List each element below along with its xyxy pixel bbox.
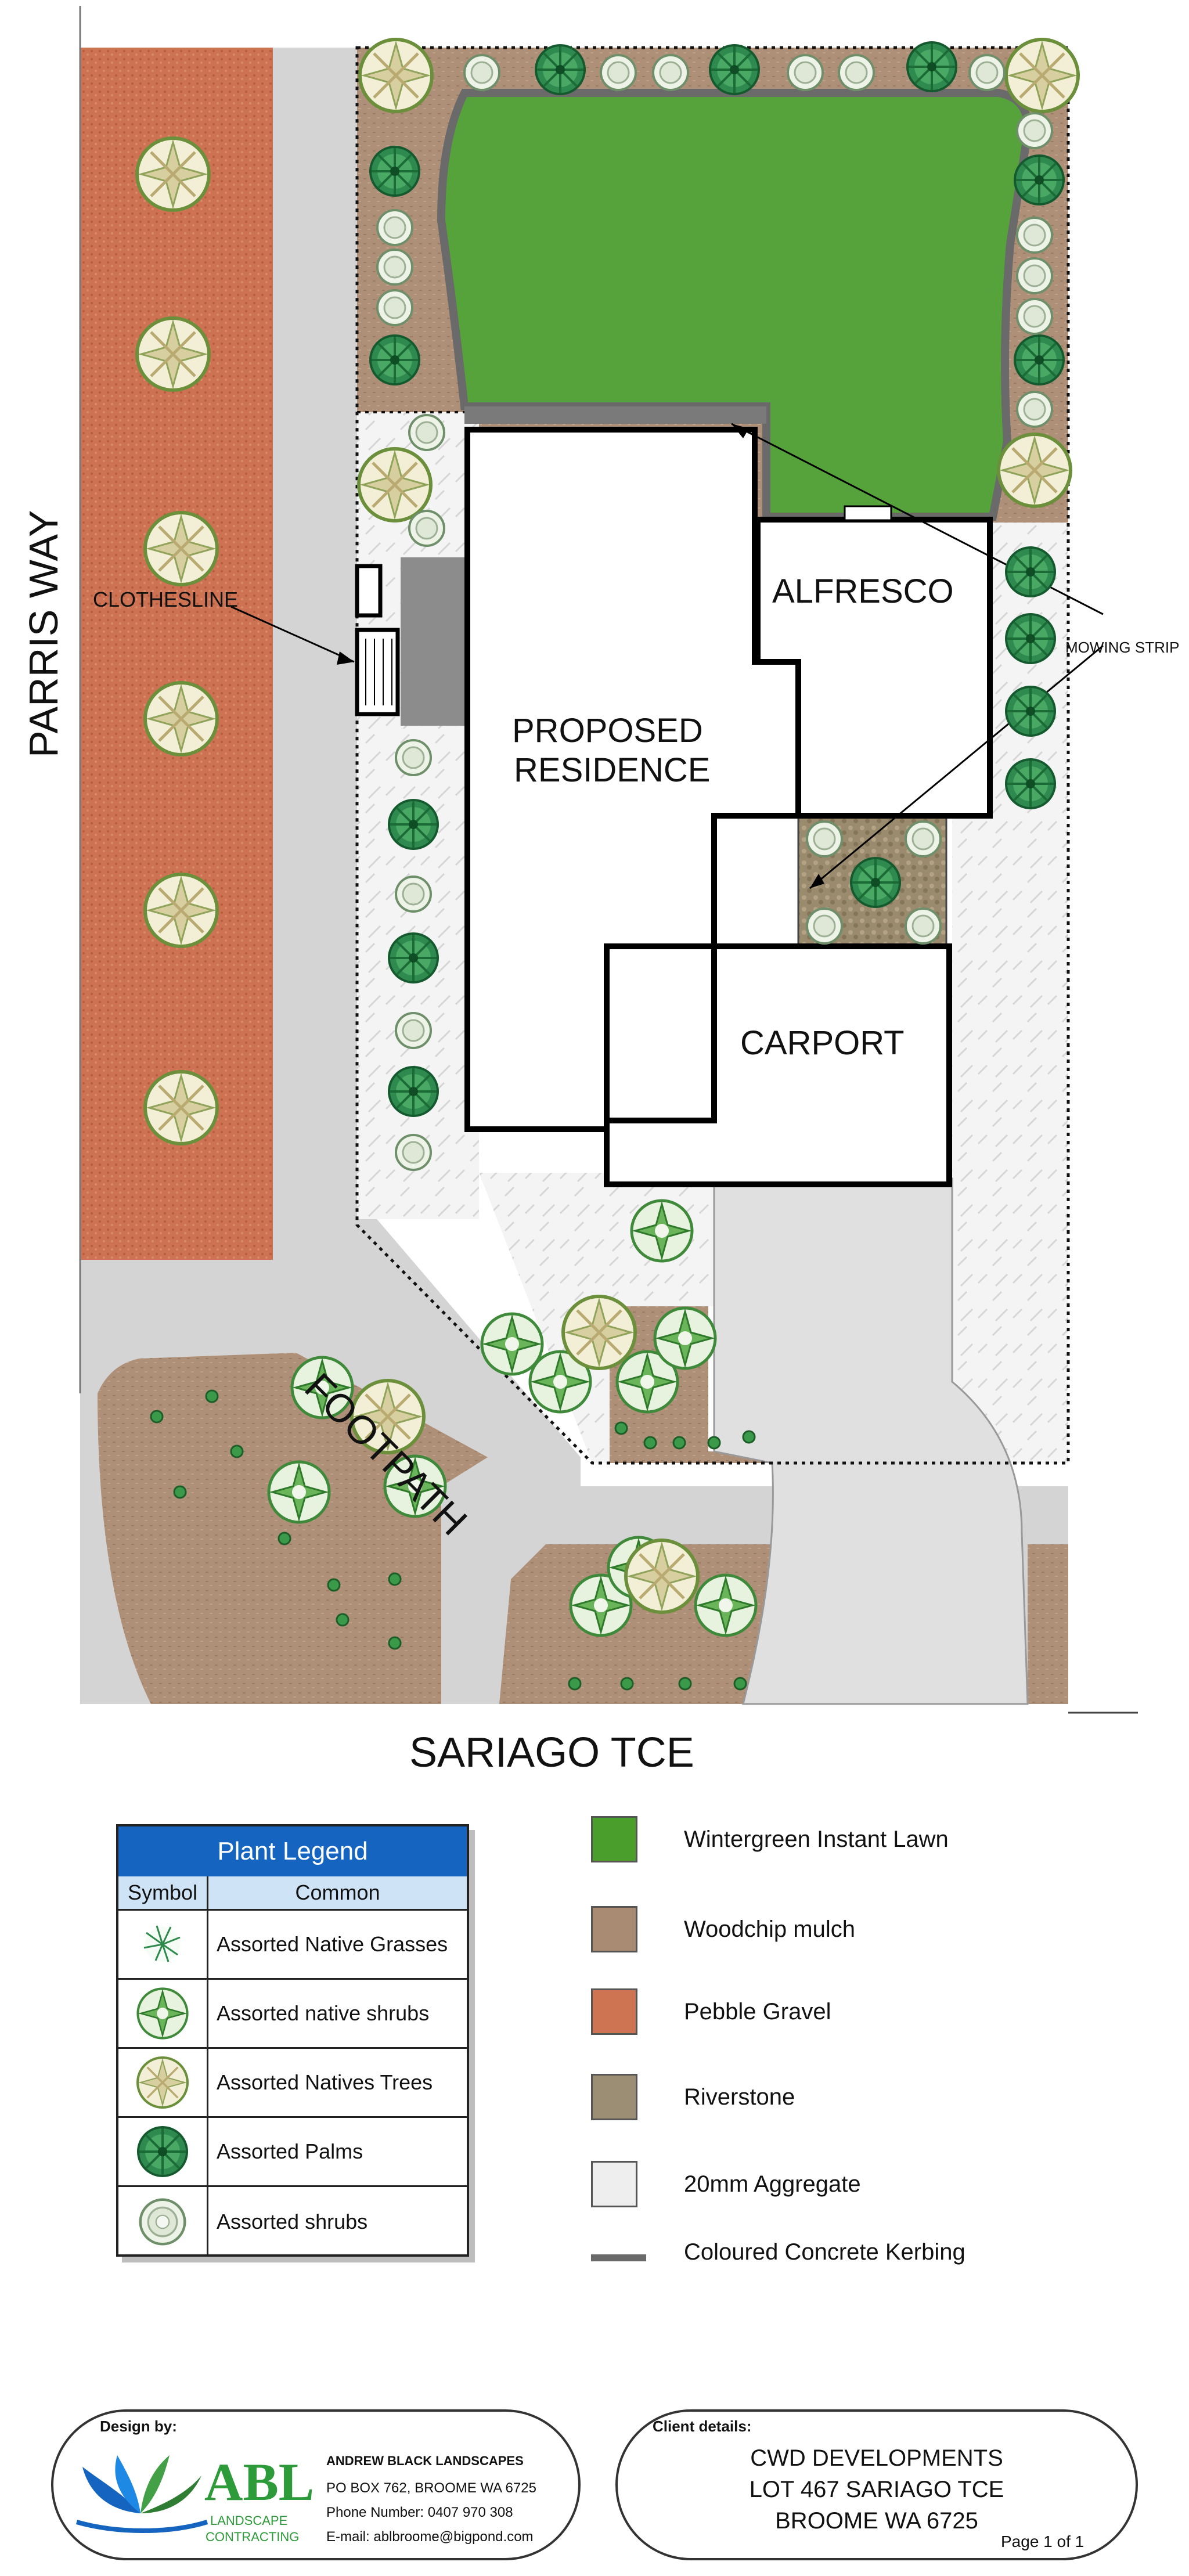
logo-sub-1: LANDSCAPE [210, 2513, 288, 2528]
riverstone-swatch [591, 2074, 637, 2120]
plant-legend-title: Plant Legend [118, 1826, 467, 1876]
client-line-3: BROOME WA 6725 [775, 2508, 978, 2534]
legend-row: Assorted Natives Trees [118, 2049, 467, 2118]
material-label: Riverstone [684, 2084, 795, 2110]
logo-sub-2: CONTRACTING [206, 2530, 300, 2544]
designer-caption: Design by: [100, 2418, 177, 2435]
residence-label-1: PROPOSED [512, 712, 703, 750]
designer-block: Design by: ABL LANDSCAPE CONTRACTING AND… [51, 2409, 581, 2560]
abl-logo-icon [75, 2455, 208, 2533]
company-email: E-mail: ablbroome@bigpond.com [326, 2529, 534, 2545]
clothesline-label: CLOTHESLINE [93, 588, 239, 611]
plant-legend: Plant Legend Symbol Common Assorted Nati… [116, 1824, 469, 2257]
material-label: Pebble Gravel [684, 1999, 831, 2024]
parris-way-label: PARRIS WAY [21, 510, 66, 758]
client-line-2: LOT 467 SARIAGO TCE [749, 2477, 1004, 2502]
palm-symbol-icon [137, 2126, 188, 2177]
mowing-strip-label: MOWING STRIP [1065, 639, 1180, 656]
client-caption: Client details: [653, 2418, 752, 2435]
legend-row: Assorted shrubs [118, 2187, 467, 2256]
plant-legend-header: Symbol Common [118, 1876, 467, 1911]
aggregate-swatch [591, 2161, 637, 2207]
logo-wordmark: ABL [204, 2452, 315, 2512]
company-phone: Phone Number: 0407 970 308 [326, 2505, 513, 2520]
page-number: Page 1 of 1 [1001, 2532, 1084, 2550]
carport-label: CARPORT [740, 1024, 905, 1062]
legend-common-name: Assorted Native Grasses [217, 1932, 448, 1956]
shrub-symbol-icon [139, 2198, 186, 2245]
legend-row: Assorted Palms [118, 2118, 467, 2187]
legend-common-name: Assorted Palms [217, 2139, 363, 2163]
alfresco-label: ALFRESCO [772, 572, 954, 610]
material-label: 20mm Aggregate [684, 2171, 861, 2197]
kerbing-swatch [591, 2254, 646, 2261]
residence-label-2: RESIDENCE [514, 751, 711, 789]
sariago-tce-label: SARIAGO TCE [409, 1730, 694, 1776]
legend-row: Assorted native shrubs [118, 1980, 467, 2049]
native-tree-symbol-icon [136, 2056, 189, 2109]
company-address: PO BOX 762, BROOME WA 6725 [326, 2480, 536, 2496]
native-shrub-symbol-icon [136, 1987, 189, 2040]
material-label: Wintergreen Instant Lawn [684, 1826, 949, 1852]
lawn-swatch [591, 1816, 637, 1862]
common-column-header: Common [295, 1880, 380, 1904]
woodchip-swatch [591, 1906, 637, 1952]
legend-common-name: Assorted native shrubs [217, 2001, 430, 2025]
pebble-swatch [591, 1988, 637, 2035]
client-block: Client details: CWD DEVELOPMENTS LOT 467… [615, 2409, 1138, 2560]
company-name: ANDREW BLACK LANDSCAPES [326, 2453, 524, 2468]
client-line-1: CWD DEVELOPMENTS [750, 2445, 1003, 2471]
legend-common-name: Assorted shrubs [217, 2209, 368, 2233]
legend-row: Assorted Native Grasses [118, 1911, 467, 1980]
material-label: Coloured Concrete Kerbing [684, 2239, 965, 2265]
symbol-column-header: Symbol [118, 1876, 208, 1909]
material-label: Woodchip mulch [684, 1916, 855, 1942]
legend-common-name: Assorted Natives Trees [217, 2070, 433, 2094]
site-plan [79, 6, 1138, 1714]
grass-symbol-icon [143, 1925, 181, 1962]
